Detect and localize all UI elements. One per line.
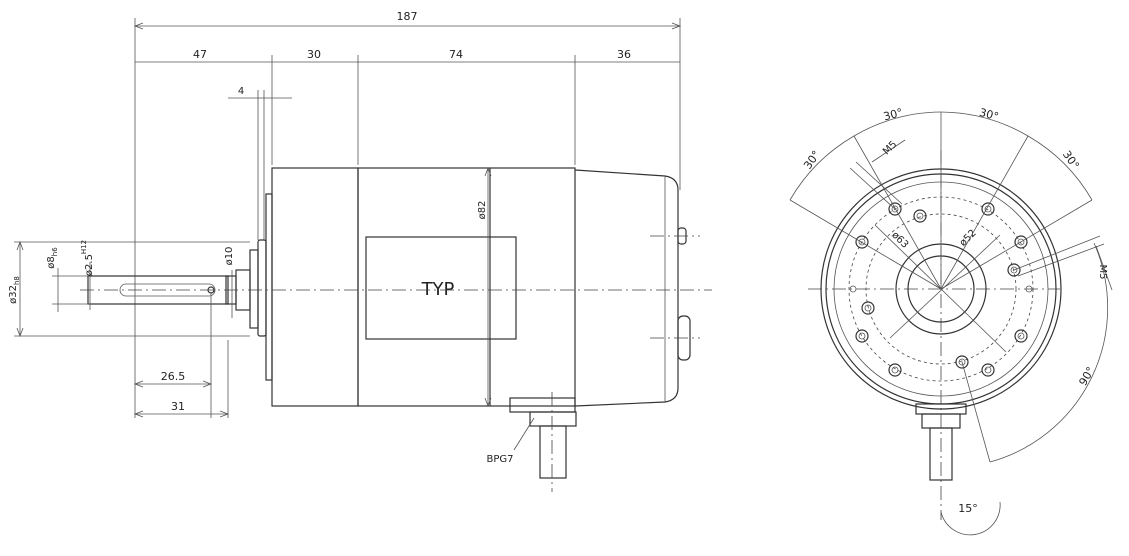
shaft-length-label: 31	[171, 400, 185, 413]
bolt-circle-outer-label: ø63	[889, 230, 910, 251]
mounting-holes	[849, 202, 1033, 377]
cable-gland-label: BPG7	[486, 454, 513, 465]
cable-gland	[509, 397, 576, 413]
angle-2-label: 30°	[882, 106, 904, 124]
angle-3-label: 30°	[978, 106, 1000, 124]
flange-diameter-label: ø32h8	[8, 276, 21, 304]
segment-4-label: 36	[617, 48, 631, 61]
type-plate-label: TYP	[421, 279, 455, 300]
type-plate	[365, 236, 517, 340]
shaft-diameter-label: ø8h6	[46, 247, 59, 269]
angle-1-label: 30°	[801, 148, 823, 171]
overall-length-label: 187	[397, 10, 418, 23]
angle-15-label: 15°	[958, 502, 978, 515]
hole-position-label: 26.5	[161, 370, 186, 383]
bolt-circle-inner-label: ø52	[958, 228, 979, 249]
segment-1-label: 47	[193, 48, 207, 61]
body-diameter-label: ø82	[477, 201, 488, 220]
segment-2-label: 30	[307, 48, 321, 61]
front-view: ø63 ø52 30° 30° 30° 30° M5 M5 90°	[789, 106, 1113, 536]
thread-top-label: M5	[881, 139, 899, 157]
hole-diameter-label: ø2.5H12	[80, 240, 95, 276]
angle-4-label: 30°	[1060, 148, 1082, 171]
flange-width-label: 4	[238, 86, 244, 97]
thread-right-label: M5	[1097, 265, 1108, 280]
shaft-end-diameter-label: ø10	[224, 247, 235, 266]
side-view: 187 47 30 74 36 4 TYP ø82	[8, 10, 712, 492]
segment-3-label: 74	[449, 48, 463, 61]
angle-90-label: 90°	[1076, 365, 1097, 388]
